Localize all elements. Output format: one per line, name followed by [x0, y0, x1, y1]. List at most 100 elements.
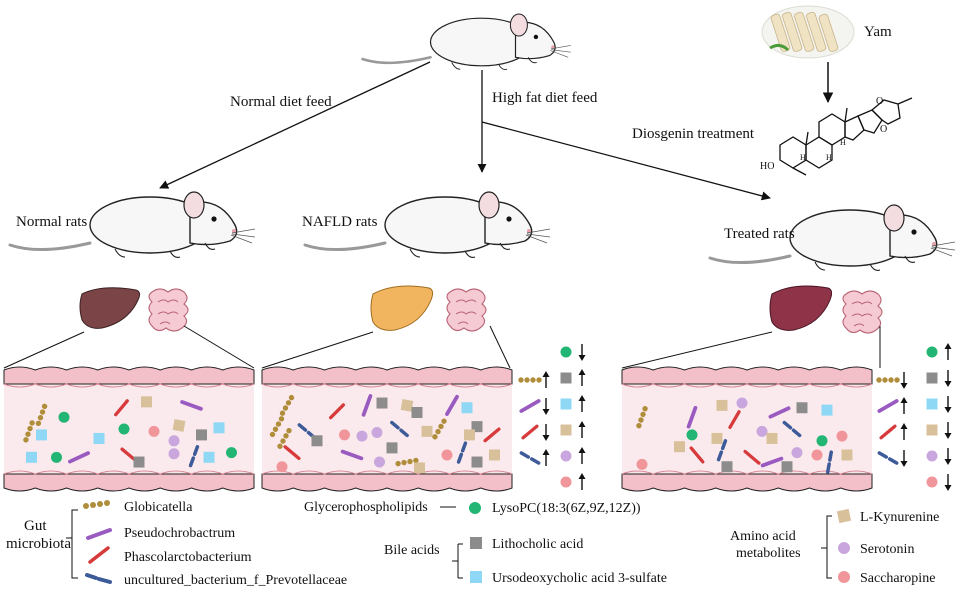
svg-text:HO: HO	[760, 161, 774, 172]
panel-nafld-marker-14	[371, 427, 383, 439]
svg-text:O: O	[880, 124, 887, 135]
panel-normal-marker-9	[148, 425, 160, 437]
panel-normal-marker-10	[172, 419, 186, 432]
urso-label: Ursodeoxycholic acid 3-sulfate	[492, 571, 667, 586]
panel-treated-marker-15	[636, 458, 648, 470]
changes-nafld-lilac-circle	[560, 450, 572, 462]
panel-nafld-marker-30	[489, 449, 500, 461]
panel-treated-marker-17	[716, 439, 728, 462]
panel-nafld-marker-4	[400, 399, 414, 412]
changes-treated-prevotellaceae	[877, 451, 899, 465]
normal-intestine	[148, 288, 189, 332]
panel-treated-marker-16	[689, 446, 705, 464]
treated-rats-label: Treated rats	[724, 226, 795, 242]
glycerophospholipids-label: Glycerophospholipids	[304, 500, 428, 515]
changes-treated-tan-square-down-arrow	[944, 422, 952, 439]
changes-nafld-phascolarctobacterium-down-arrow	[542, 424, 550, 441]
panel-treated-marker-6	[796, 402, 808, 414]
changes-nafld-globicatella-up-arrow	[542, 371, 550, 388]
changes-nafld-green-circle	[560, 346, 572, 358]
changes-treated-lilac-circle	[926, 450, 938, 462]
panel-treated-marker-26	[791, 447, 803, 459]
changes-treated-pink-circle-down-arrow	[944, 474, 952, 491]
panel-nafld-marker-22	[340, 449, 364, 461]
pseudochrobactrum-icon	[86, 528, 112, 540]
kynurenine-label: L-Kynurenine	[860, 510, 939, 525]
normal-gut-panel	[3, 366, 255, 492]
panel-nafld-marker-29	[471, 456, 483, 468]
changes-treated-pseudochrobactrum-up-arrow	[900, 397, 908, 414]
normal-diet-label: Normal diet feed	[230, 94, 332, 110]
lysopc-label: LysoPC(18:3(6Z,9Z,12Z))	[492, 501, 641, 516]
yam-label: Yam	[864, 24, 892, 40]
panel-nafld-marker-24	[386, 442, 398, 454]
panel-normal-marker-8	[213, 422, 225, 434]
panel-normal-marker-14	[51, 451, 62, 463]
panel-normal-marker-0	[35, 403, 48, 426]
panel-treated-marker-0	[636, 406, 648, 429]
panel-nafld-marker-23	[374, 456, 385, 468]
panel-treated-marker-3	[736, 397, 748, 409]
changes-treated-prevotellaceae-down-arrow	[900, 450, 908, 467]
panel-normal-marker-5	[58, 411, 70, 423]
changes-nafld-lilac-circle-up-arrow	[578, 447, 586, 464]
changes-treated-tan-square	[926, 424, 938, 436]
panel-normal-marker-1	[114, 399, 129, 417]
panel-nafld-marker-7	[461, 402, 473, 414]
panel-treated-marker-22	[811, 449, 823, 461]
changes-nafld-gray-square-up-arrow	[578, 369, 586, 386]
changes-nafld-pseudochrobactrum-down-arrow	[542, 398, 550, 415]
lysopc-icon	[469, 502, 481, 514]
panel-nafld-marker-1	[328, 403, 346, 420]
gut-microbiota-legend: Gut microbiota Globicatella Pseudochroba…	[6, 500, 347, 588]
panel-normal-marker-7	[196, 429, 207, 441]
panel-nafld-marker-9	[277, 427, 292, 449]
nafld-gut-panel	[261, 366, 513, 492]
pseudochrobactrum-label: Pseudochrobactrum	[124, 526, 235, 541]
panel-normal-marker-11	[93, 432, 105, 444]
panel-normal-marker-4	[36, 429, 47, 441]
changes-nafld-gray-square	[560, 372, 572, 384]
panel-treated-marker-24	[841, 449, 853, 461]
nafld-liver	[370, 285, 434, 331]
panel-treated-marker-13	[766, 432, 778, 444]
diosgenin-treatment-label: Diosgenin treatment	[632, 126, 755, 142]
saccharopine-label: Saccharopine	[860, 571, 935, 586]
globicatella-label: Globicatella	[124, 500, 193, 515]
panel-treated-marker-23	[826, 450, 833, 474]
panel-nafld-marker-19	[483, 427, 501, 443]
svg-text:H: H	[840, 138, 846, 147]
panel-normal-marker-19	[188, 444, 200, 468]
panel-nafld-marker-2	[361, 394, 373, 417]
changes-nafld-phascolarctobacterium	[521, 424, 539, 440]
panel-treated-marker-20	[760, 456, 784, 468]
changes-treated-phascolarctobacterium	[879, 424, 897, 440]
panel-normal-marker-22	[168, 435, 180, 447]
panel-nafld-marker-21	[276, 461, 288, 473]
normal-diet-arrow	[159, 61, 431, 189]
panel-nafld-marker-11	[311, 435, 323, 447]
treated-gut-panel	[621, 366, 873, 492]
diosgenin-structure	[779, 97, 913, 176]
panel-normal-marker-15	[68, 451, 90, 464]
prevotellaceae-label: uncultured_bacterium_f_Prevotellaceae	[124, 573, 347, 588]
changes-treated-cyan-square	[926, 398, 938, 410]
globicatella-icon	[83, 500, 110, 509]
nafld-rats-label: NAFLD rats	[302, 214, 378, 230]
panel-treated-marker-8	[686, 429, 698, 441]
panel-nafld-marker-0	[279, 394, 295, 416]
panel-normal-marker-13	[26, 451, 37, 463]
panel-nafld-marker-3	[376, 397, 388, 409]
saccharopine-icon	[838, 571, 850, 583]
changes-treated-green-circle-up-arrow	[944, 343, 952, 360]
yam-photo	[761, 5, 855, 59]
changes-treated-green-circle	[926, 346, 938, 358]
panel-nafld-marker-17	[432, 418, 447, 440]
changes-nafld-globicatella	[518, 377, 542, 383]
panel-treated-marker-1	[686, 405, 698, 429]
high-fat-diet-label: High fat diet feed	[492, 90, 598, 106]
panel-treated-marker-19	[743, 449, 761, 465]
panel-nafld-marker-20	[283, 445, 301, 461]
panel-normal-marker-21	[226, 447, 237, 459]
panel-nafld-marker-8	[269, 416, 285, 438]
